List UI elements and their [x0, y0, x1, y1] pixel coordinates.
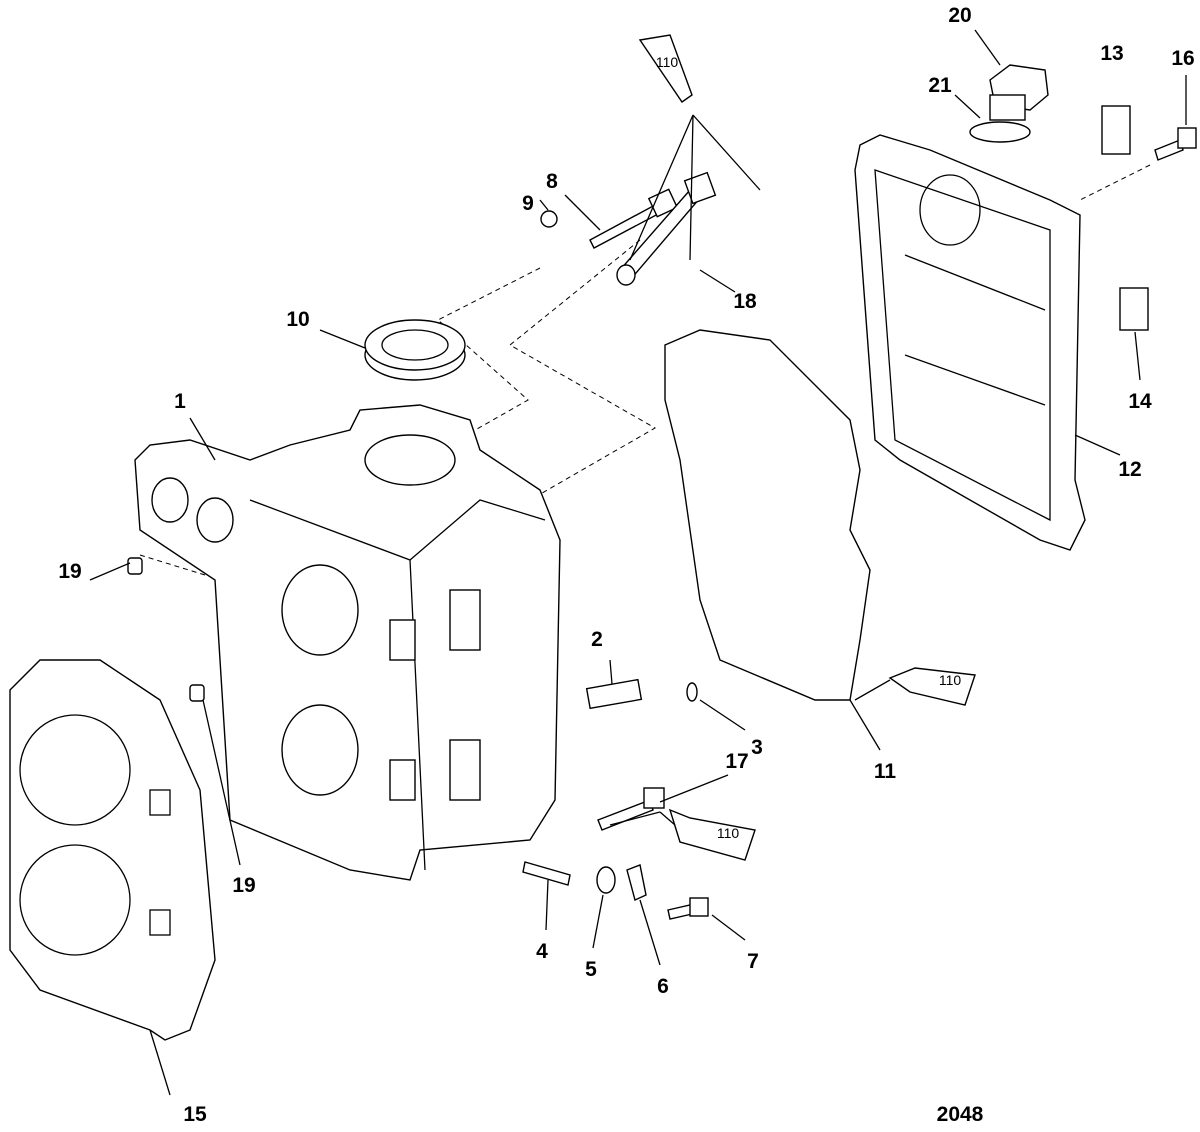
sealant-tube-right: 110 [888, 667, 976, 706]
seal [364, 319, 466, 381]
callout-17: 17 [725, 750, 748, 773]
callout-14: 14 [1128, 390, 1152, 413]
callout-19b: 19 [232, 874, 255, 897]
callout-19a: 19 [58, 560, 81, 583]
callout-18: 18 [733, 290, 757, 313]
sealant-tube-label: 110 [939, 672, 962, 688]
sealant-tube-label: 110 [656, 54, 679, 70]
callout-labels: 1 2 3 4 5 6 7 8 9 10 11 12 13 14 15 16 1… [58, 4, 1194, 1126]
callout-12: 12 [1118, 458, 1141, 481]
callout-8: 8 [546, 170, 558, 193]
fasteners-top [540, 171, 717, 286]
callout-15: 15 [183, 1103, 207, 1126]
sealant-tube-top: 110 [638, 34, 693, 103]
oil-filler-cap [969, 64, 1049, 143]
head-gasket [9, 659, 216, 1041]
cover-gasket [664, 329, 871, 701]
callout-7: 7 [747, 950, 759, 973]
sealant-tube-label: 110 [717, 825, 740, 841]
callout-3: 3 [751, 736, 763, 759]
dowel-pins [127, 557, 205, 702]
cylinder-head-cover [854, 134, 1086, 551]
decal-14 [1119, 287, 1149, 331]
leader-lines [89, 29, 1187, 1096]
figure-number: 2048 [937, 1103, 984, 1126]
callout-9: 9 [522, 192, 534, 215]
callout-21: 21 [928, 74, 952, 97]
callout-16: 16 [1171, 47, 1194, 70]
decal-13 [1101, 105, 1131, 155]
callout-10: 10 [286, 308, 309, 331]
bolt-16 [1154, 127, 1197, 161]
small-parts [522, 678, 709, 920]
callout-6: 6 [657, 975, 669, 998]
callout-4: 4 [536, 940, 548, 963]
callout-2: 2 [591, 628, 603, 651]
callout-13: 13 [1100, 42, 1123, 65]
callout-20: 20 [948, 4, 971, 27]
callout-5: 5 [585, 958, 597, 981]
callout-11: 11 [874, 760, 897, 783]
cylinder-head [134, 404, 561, 881]
callout-1: 1 [174, 390, 186, 413]
alignment-lines [139, 164, 1151, 576]
sealant-tube-lower: 110 [668, 808, 756, 861]
